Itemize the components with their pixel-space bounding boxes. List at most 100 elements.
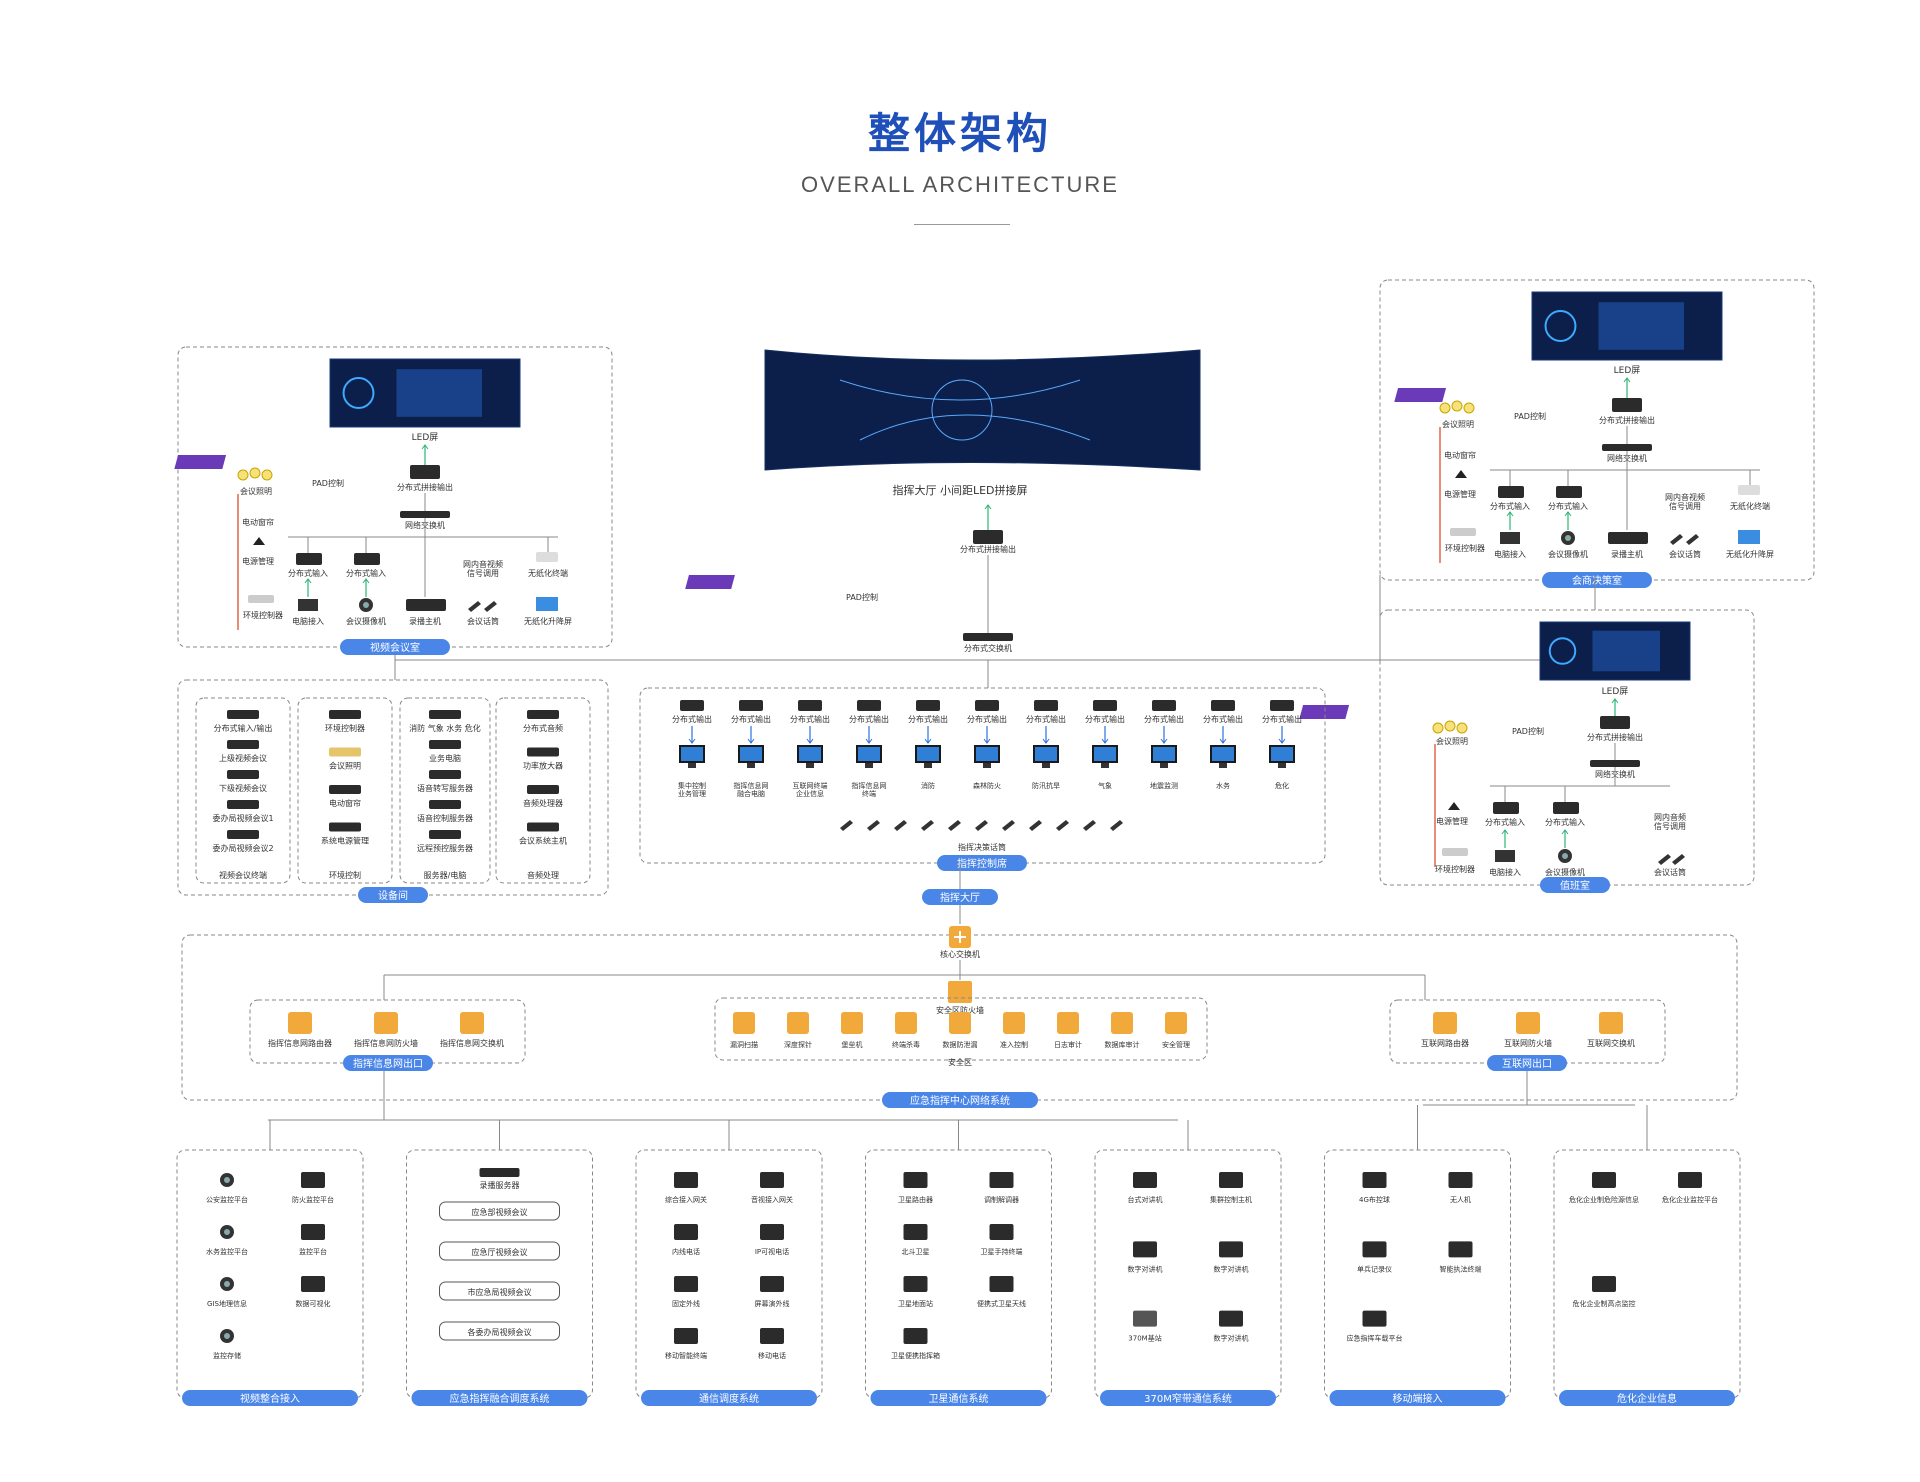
equip-room-group-3-device-4 xyxy=(429,800,461,809)
consult-room-bulb-2 xyxy=(1451,400,1463,412)
subsystem-4-item-2: 调制解调器 xyxy=(984,1195,1019,1204)
subsystem-1-icon-5-lens xyxy=(224,1281,230,1287)
network-mid-item-7: 日志审计 xyxy=(1054,1040,1082,1049)
subsystem-3-icon-4 xyxy=(760,1224,784,1240)
video-room-power-label: 电源管理 xyxy=(242,556,274,566)
network-right-box xyxy=(1389,999,1666,1064)
subsystem-2-device-1 xyxy=(479,1168,520,1177)
subsystem-6-icon-1 xyxy=(1362,1172,1387,1188)
consult-room-net-av-label: 网内音视频信号调用 xyxy=(1665,492,1705,511)
subsystem-5-icon-2 xyxy=(1219,1172,1243,1188)
hall-splice-label: 分布式拼接输出 xyxy=(960,544,1016,554)
subsystem-3-label-bg xyxy=(641,1390,817,1406)
cmd-desk-mic-5 xyxy=(948,820,961,831)
subsystem-4-item-6: 便携式卫星天线 xyxy=(977,1299,1026,1308)
subsystem-1-item-7: 监控存储 xyxy=(213,1351,241,1360)
subsystem-3-icon-5 xyxy=(674,1276,698,1292)
network-mid-item-8: 数据库审计 xyxy=(1105,1040,1140,1049)
video-room-pad-icon xyxy=(174,455,227,469)
video-room-mic-label: 会议话筒 xyxy=(467,616,499,626)
cmd-desk-out-device-2 xyxy=(739,700,763,711)
video-room-tablet-icon xyxy=(536,597,558,611)
subsystem-6-item-3: 单兵记录仪 xyxy=(1357,1264,1392,1273)
network-mid-icon-5 xyxy=(949,1012,971,1034)
cmd-desk-terminal-1: 集中控制业务管理 xyxy=(678,781,706,798)
subsystem-5-item-1: 台式对讲机 xyxy=(1128,1195,1163,1204)
cmd-desk-terminal-4: 指挥信息网终端 xyxy=(852,781,887,798)
subsystem-2-frame-5 xyxy=(439,1321,560,1341)
video-room-led-screen-gauge-icon xyxy=(342,377,375,409)
subsystem-1-item-6: 数据可视化 xyxy=(296,1299,331,1308)
cmd-desk-out-device-8 xyxy=(1093,700,1117,711)
consult-room-mic-1 xyxy=(1670,534,1683,545)
network-left-item-1: 指挥信息网路由器 xyxy=(268,1038,332,1048)
network-mid-icon-3 xyxy=(841,1012,863,1034)
video-room-arrow-in1-head xyxy=(304,578,312,584)
subsystem-7-item-3: 危化企业制高点监控 xyxy=(1573,1299,1636,1308)
subsystem-3-item-7: 移动智能终端 xyxy=(665,1351,707,1360)
consult-room-in2-label: 分布式输入 xyxy=(1548,501,1588,511)
video-room-pc-label: 电脑接入 xyxy=(292,616,324,626)
equip-room-group-1-item-1: 分布式输入/输出 xyxy=(214,723,273,733)
cmd-desk-out-label-5: 分布式输出 xyxy=(908,714,948,724)
consult-room-wireless-label: 无纸化终端 xyxy=(1730,501,1770,511)
subsystem-7-item-1: 危化企业制危险源信息 xyxy=(1569,1195,1639,1204)
consult-room-label: 会商决策室 xyxy=(1572,574,1622,587)
network-right-icon-3 xyxy=(1599,1012,1623,1034)
network-right-label: 互联网出口 xyxy=(1502,1057,1552,1070)
cmd-desk-out-label-6: 分布式输出 xyxy=(967,714,1007,724)
cmd-desk-monitor-1-display xyxy=(681,747,703,761)
subsystem-1-item-2: 防火监控平台 xyxy=(292,1195,334,1204)
video-room-camera-icon-lens xyxy=(363,602,369,608)
subsystem-3-icon-6 xyxy=(760,1276,784,1292)
cmd-desk-monitor-7-display xyxy=(1035,747,1057,761)
cmd-desk-arrow-8-head xyxy=(1101,738,1109,744)
network-mid-label: 安全区 xyxy=(948,1057,972,1067)
cmd-desk-out-device-4 xyxy=(857,700,881,711)
network-left-icon-3 xyxy=(460,1012,484,1034)
duty-room-arrow-in1-head xyxy=(1501,829,1509,835)
subsystem-2-label-bg xyxy=(411,1390,588,1406)
equip-room-group-3-item-3: 语音转写服务器 xyxy=(417,783,473,793)
duty-room-mic-2 xyxy=(1672,854,1685,865)
duty-room-label-bg xyxy=(1540,877,1610,893)
cmd-desk-arrow-5-head xyxy=(924,738,932,744)
video-room-wireless-label: 无纸化终端 xyxy=(528,568,568,578)
equip-room-group-3-item-4: 语音控制服务器 xyxy=(417,813,473,823)
subsystem-3-item-8: 移动电话 xyxy=(758,1351,786,1360)
consult-room-laptop-icon xyxy=(1500,532,1520,544)
cmd-desk-monitor-4-stand xyxy=(865,763,873,768)
cmd-desk-mic-9 xyxy=(1056,820,1069,831)
video-room-env-device xyxy=(248,595,274,603)
cmd-desk-monitor-6-display xyxy=(976,747,998,761)
video-room-rec-device xyxy=(406,599,446,611)
cmd-desk-monitor-3-display xyxy=(799,747,821,761)
duty-room-splice-label: 分布式拼接输出 xyxy=(1587,732,1643,742)
video-room-lighting-label: 会议照明 xyxy=(240,486,272,496)
subsystem-5-box xyxy=(1094,1149,1282,1399)
video-room-led-screen-map xyxy=(396,369,482,417)
subsystem-2-item-2: 应急部视频会议 xyxy=(472,1207,528,1217)
subsystem-2-frame-3 xyxy=(439,1241,560,1261)
hall-screen-road-1 xyxy=(839,379,1081,401)
subsystem-3-item-1: 综合接入网关 xyxy=(665,1195,707,1204)
network-mid-item-5: 数据防泄漏 xyxy=(943,1040,978,1049)
video-room-net-av-label: 网内音视频信号调用 xyxy=(463,559,503,578)
consult-room-label-bg xyxy=(1542,572,1652,588)
subsystem-2-item-1: 录播服务器 xyxy=(480,1180,520,1190)
hall-splice-device xyxy=(973,530,1003,544)
video-room-in2-label: 分布式输入 xyxy=(346,568,386,578)
cmd-desk-terminal-8: 气象 xyxy=(1098,781,1112,790)
cmd-desk-terminal-6: 森林防火 xyxy=(973,781,1001,790)
subsystem-3-icon-3 xyxy=(674,1224,698,1240)
subsystem-4-icon-2 xyxy=(989,1172,1014,1188)
subsystem-5-icon-1 xyxy=(1133,1172,1157,1188)
equip-room-group-3-box xyxy=(399,697,491,884)
consult-room-in2-device xyxy=(1556,486,1582,498)
cmd-desk-out-label-1: 分布式输出 xyxy=(672,714,712,724)
subsystem-4-icon-6 xyxy=(989,1276,1014,1292)
consult-room-pad-icon xyxy=(1394,388,1447,402)
video-room-splice-label: 分布式拼接输出 xyxy=(397,482,453,492)
duty-room-led-label: LED屏 xyxy=(1602,686,1629,697)
duty-room-led-screen-gauge-icon xyxy=(1548,637,1577,665)
